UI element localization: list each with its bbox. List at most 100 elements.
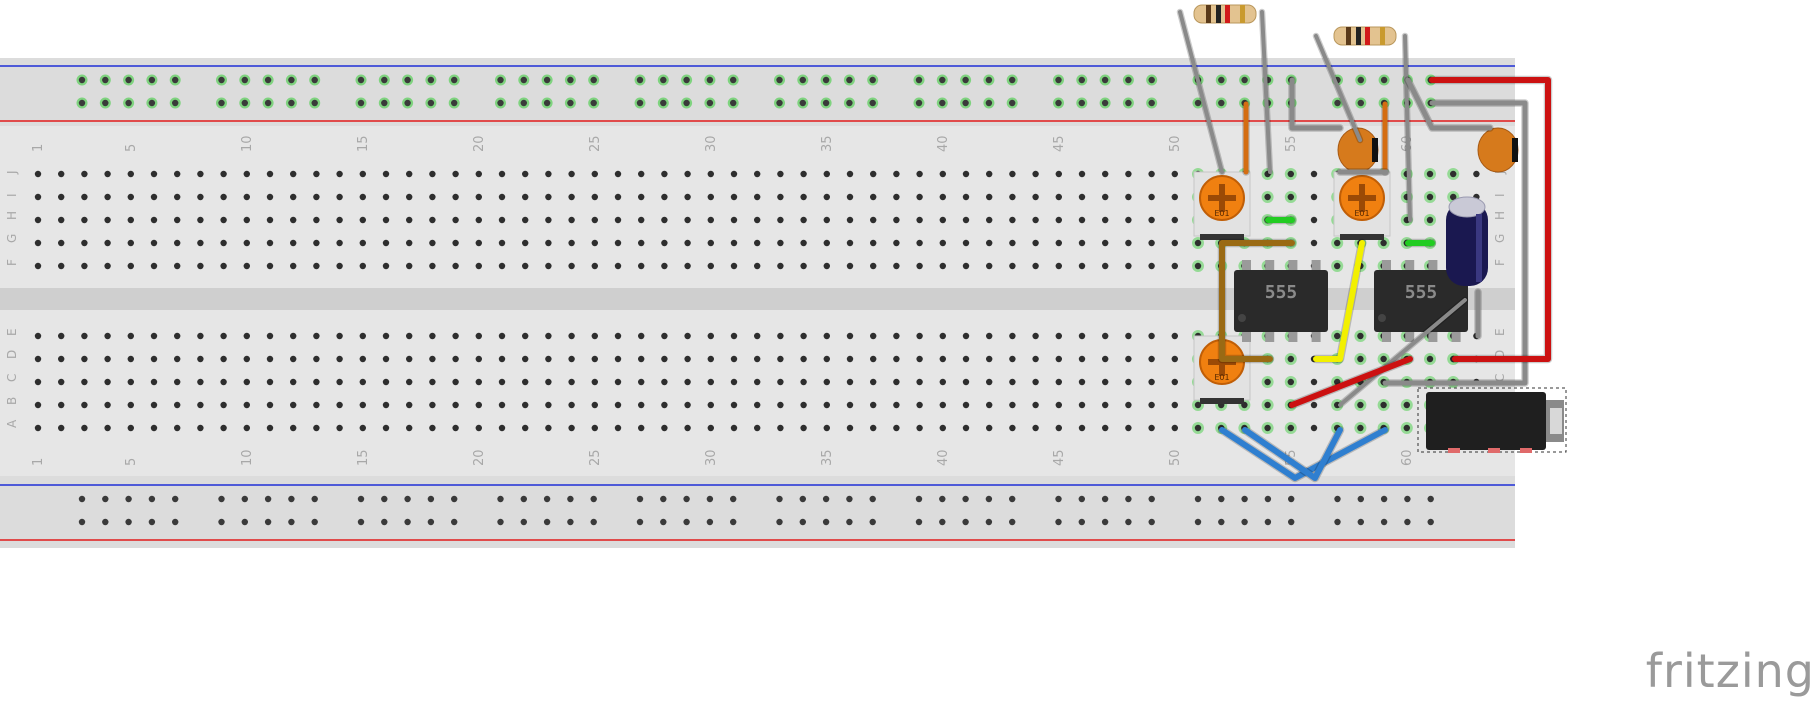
wire-grey: [1338, 298, 1467, 407]
trimmer-label: E01: [1354, 209, 1369, 218]
rail-hole: [590, 518, 597, 526]
rail-hole: [1264, 518, 1272, 526]
electrolytic-stripe: [1476, 214, 1482, 282]
rail-hole: [1357, 495, 1365, 503]
breadboard-hole: [406, 332, 413, 340]
breadboard-hole: [475, 401, 482, 409]
breadboard-hole: [382, 424, 390, 432]
rail-hole: [1078, 495, 1086, 503]
breadboard-hole: [1148, 424, 1155, 432]
breadboard-hole: [962, 378, 970, 386]
breadboard-hole: [266, 355, 274, 363]
breadboard-hole: [1055, 193, 1063, 201]
breadboard-hole: [1380, 239, 1387, 247]
breadboard-hole: [220, 216, 227, 224]
trimmer-pot: E01: [1193, 171, 1251, 240]
breadboard-hole: [498, 170, 506, 178]
breadboard-hole: [382, 262, 390, 270]
breadboard-hole: [1171, 262, 1179, 270]
rail-hole: [706, 495, 714, 503]
breadboard-hole: [777, 193, 784, 201]
breadboard-hole: [939, 262, 946, 270]
breadboard-hole: [429, 401, 436, 409]
breadboard-hole: [777, 216, 784, 224]
row-label: D: [1493, 350, 1507, 359]
breadboard-hole: [1125, 262, 1132, 270]
rail-hole: [660, 99, 667, 107]
ic-notch: [1378, 314, 1386, 322]
rail-hole: [590, 76, 597, 84]
breadboard-hole: [870, 216, 877, 224]
rail-hole: [1288, 518, 1295, 526]
breadboard-hole: [359, 332, 366, 340]
breadboard-hole: [939, 239, 946, 247]
breadboard-hole: [568, 424, 575, 432]
row-label: E: [5, 328, 19, 336]
rail-hole: [1055, 99, 1062, 107]
breadboard-hole: [1287, 355, 1295, 363]
breadboard-hole: [591, 332, 598, 340]
rail-hole: [776, 518, 783, 526]
breadboard-hole: [1426, 170, 1434, 178]
breadboard-hole: [545, 424, 552, 432]
breadboard-hole: [150, 170, 158, 178]
rail-hole: [706, 76, 714, 84]
breadboard-hole: [406, 424, 413, 432]
breadboard-hole: [777, 424, 784, 432]
breadboard-hole: [290, 401, 297, 409]
breadboard-hole: [1171, 170, 1179, 178]
breadboard-hole: [870, 170, 877, 178]
rail-hole: [962, 99, 969, 107]
breadboard-hole: [870, 355, 877, 363]
breadboard-hole: [429, 193, 436, 201]
breadboard-hole: [197, 378, 204, 386]
breadboard-hole: [313, 193, 320, 201]
rail-hole: [520, 495, 527, 503]
breadboard-hole: [591, 193, 598, 201]
breadboard-hole: [614, 262, 622, 270]
breadboard-hole: [313, 401, 320, 409]
rail-hole: [915, 99, 923, 107]
breadboard-hole: [591, 378, 598, 386]
breadboard-hole: [986, 332, 993, 340]
wire-brown: [1219, 240, 1295, 362]
rail-hole: [776, 76, 783, 84]
breadboard-hole: [104, 216, 111, 224]
rail-hole: [264, 76, 272, 84]
breadboard-hole: [104, 401, 111, 409]
rail-hole: [869, 76, 876, 84]
breadboard-hole: [754, 193, 761, 201]
breadboard-hole: [81, 170, 88, 178]
rail-hole: [962, 495, 969, 503]
column-label: 5: [124, 144, 139, 152]
breadboard-hole: [568, 332, 575, 340]
breadboard-hole: [754, 378, 761, 386]
breadboard-hole: [429, 424, 436, 432]
breadboard-hole: [266, 216, 274, 224]
breadboard-hole: [800, 193, 807, 201]
breadboard-hole: [1009, 424, 1016, 432]
breadboard-hole: [522, 239, 529, 247]
breadboard-hole: [1125, 216, 1132, 224]
breadboard-hole: [429, 170, 436, 178]
breadboard-hole: [870, 193, 877, 201]
breadboard-hole: [638, 332, 645, 340]
rail-hole: [822, 99, 830, 107]
ic-notch: [1238, 314, 1246, 322]
breadboard-hole: [1310, 216, 1318, 224]
breadboard-hole: [359, 239, 366, 247]
breadboard-hole: [638, 378, 645, 386]
rail-hole: [962, 518, 969, 526]
rail-hole: [636, 76, 644, 84]
rail-hole: [1380, 495, 1388, 503]
breadboard-hole: [1078, 216, 1086, 224]
rail-hole: [985, 99, 993, 107]
breadboard-hole: [1148, 216, 1155, 224]
breadboard-hole: [174, 378, 181, 386]
breadboard-hole: [1032, 170, 1039, 178]
breadboard-hole: [730, 378, 738, 386]
breadboard-hole: [127, 378, 134, 386]
breadboard-hole: [800, 216, 807, 224]
audio-jack-outline: [1417, 387, 1567, 453]
